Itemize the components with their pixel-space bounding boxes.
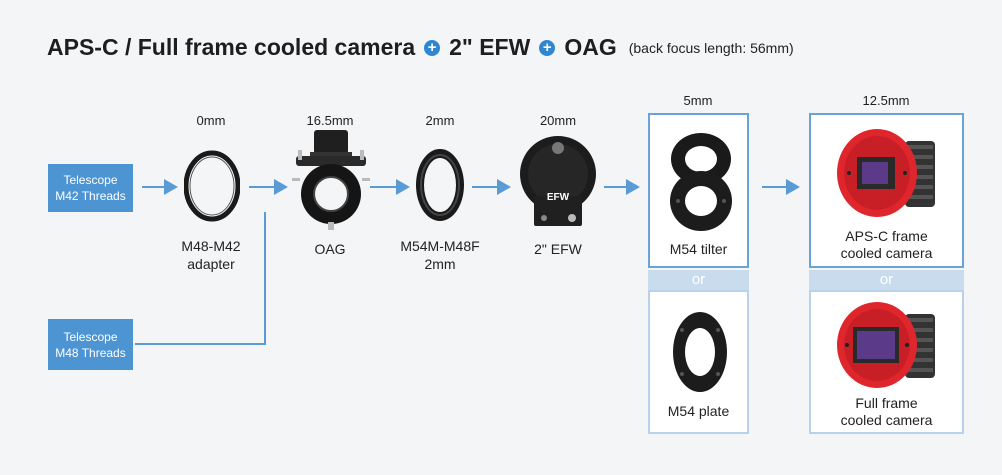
oag-length: 16.5mm: [306, 113, 354, 128]
plus-icon: +: [539, 39, 556, 56]
camera-or-separator: or: [809, 270, 964, 290]
m54m-length: 2mm: [425, 113, 455, 128]
title-oag: OAG: [564, 34, 617, 60]
oag-image: [292, 130, 370, 230]
efw-length: 20mm: [539, 113, 577, 128]
m54-tilter-option[interactable]: M54 tilter: [648, 113, 749, 268]
m54-tilter-image: [670, 133, 732, 231]
title-note: (back focus length: 56mm): [628, 39, 794, 56]
title-efw: 2" EFW: [449, 34, 531, 60]
camera-length: 12.5mm: [862, 93, 910, 108]
adapter-length: 0mm: [196, 113, 226, 128]
m54m-caption-2: 2mm: [424, 256, 456, 272]
telescope-m42-line1: Telescope: [63, 173, 118, 187]
telescope-m42-line2: M42 Threads: [55, 189, 126, 203]
m54-plate-image: [673, 312, 727, 392]
m54m-caption-1: M54M-M48F: [400, 238, 480, 254]
adapter-caption-1: M48-M42: [181, 238, 241, 254]
full-frame-caption-2: cooled camera: [840, 412, 933, 428]
oag-caption: OAG: [314, 241, 346, 257]
m48-m42-adapter-image: [184, 150, 240, 222]
title-camera: APS-C / Full frame cooled camera: [47, 34, 416, 60]
m54-plate-caption: M54 plate: [667, 403, 730, 419]
m54m-m48f-ring-image: [416, 149, 464, 221]
m54-tilter-caption: M54 tilter: [669, 241, 728, 257]
full-frame-camera-option[interactable]: Full frame cooled camera: [809, 290, 964, 434]
efw-image: EFW: [520, 136, 596, 226]
telescope-m48-button[interactable]: Telescope M48 Threads: [48, 319, 133, 370]
page-title: APS-C / Full frame cooled camera + 2" EF…: [47, 34, 794, 61]
full-frame-caption-1: Full frame: [855, 395, 918, 411]
line-m48-join: [135, 212, 266, 345]
apsc-camera-image: [837, 129, 935, 217]
telescope-m42-button[interactable]: Telescope M42 Threads: [48, 164, 133, 212]
efw-caption: 2" EFW: [534, 241, 582, 257]
plus-icon: +: [424, 39, 441, 56]
telescope-m48-line2: M48 Threads: [55, 345, 126, 360]
tilter-length: 5mm: [683, 93, 713, 108]
apsc-caption-1: APS-C frame: [845, 228, 928, 244]
telescope-m48-line1: Telescope: [63, 329, 118, 344]
m54-plate-option[interactable]: M54 plate: [648, 290, 749, 434]
full-frame-camera-image: [837, 302, 935, 388]
apsc-camera-option[interactable]: APS-C frame cooled camera: [809, 113, 964, 268]
apsc-caption-2: cooled camera: [840, 245, 933, 261]
adapter-caption-2: adapter: [187, 256, 235, 272]
tilter-or-separator: or: [648, 270, 749, 290]
efw-body-text: EFW: [547, 192, 570, 203]
